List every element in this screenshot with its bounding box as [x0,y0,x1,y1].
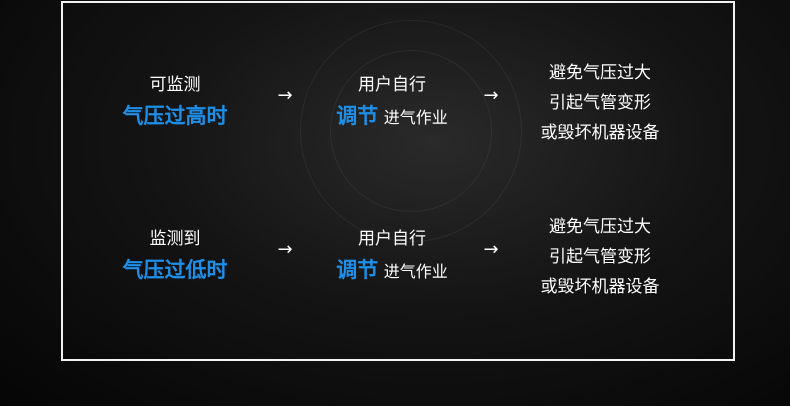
result-line: 或毁坏机器设备 [540,277,660,297]
condition-block: 监测到 气压过低时 [123,226,228,284]
result-block: 避免气压过大引起气管变形或毁坏机器设备 [541,58,660,148]
result-line: 避免气压过大 [549,217,651,237]
action-label: 用户自行 [357,75,426,95]
result-block: 避免气压过大引起气管变形或毁坏机器设备 [541,212,660,302]
action-rest: 进气作业 [383,262,448,281]
condition-highlight: 气压过高时 [122,104,228,128]
result-line: 引起气管变形 [549,93,651,113]
condition-label: 监测到 [149,229,201,249]
background-coil-decoration [330,50,492,212]
action-block: 用户自行 调节 进气作业 [336,72,447,132]
action-highlight: 调节 [336,104,379,128]
action-block: 用户自行 调节 进气作业 [336,226,447,286]
result-line: 或毁坏机器设备 [540,123,660,143]
background-coil-decoration [300,20,522,242]
action-label: 用户自行 [357,229,426,249]
action-highlight: 调节 [336,258,379,282]
action-rest: 进气作业 [383,108,448,127]
arrow-icon: → [277,85,293,106]
info-frame [61,1,735,361]
flow-row: 可监测 气压过高时 → 用户自行 调节 进气作业 → 避免气压过大引起气管变形或… [0,62,790,152]
flow-row: 监测到 气压过低时 → 用户自行 调节 进气作业 → 避免气压过大引起气管变形或… [0,216,790,306]
arrow-icon: → [483,85,499,106]
condition-highlight: 气压过低时 [122,258,228,282]
result-line: 避免气压过大 [549,63,651,83]
condition-block: 可监测 气压过高时 [123,72,228,130]
condition-label: 可监测 [149,75,201,95]
result-line: 引起气管变形 [549,247,651,267]
arrow-icon: → [277,239,293,260]
arrow-icon: → [483,239,499,260]
